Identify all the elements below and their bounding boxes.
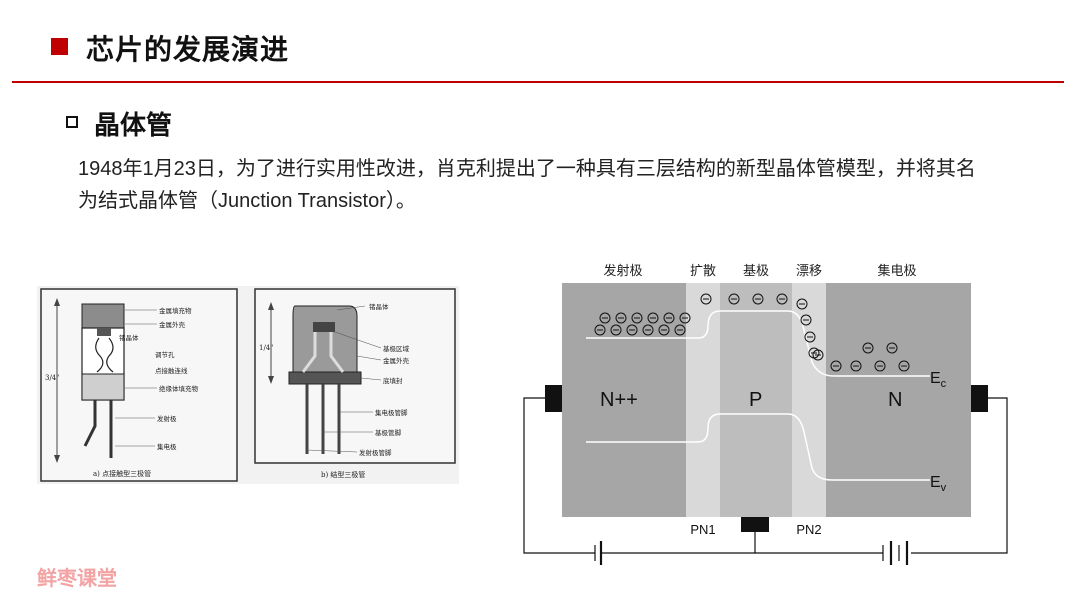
valence-band-line xyxy=(586,413,930,481)
body-line-2: 为结式晶体管（Junction Transistor）。 xyxy=(78,190,416,212)
electron-markers xyxy=(594,293,910,372)
watermark-logo: 鲜枣课堂 xyxy=(37,568,117,590)
conduction-band-label: Ec xyxy=(930,370,947,390)
label-base: 基极 xyxy=(743,263,769,278)
panel-a-label: 金属外壳 xyxy=(159,320,186,329)
electron-icon xyxy=(850,360,862,372)
base-region xyxy=(720,283,792,517)
electron-icon xyxy=(898,360,910,372)
section-title: 晶体管 xyxy=(94,110,173,140)
panel-b-shell xyxy=(292,305,358,375)
panel-b-label: 基极区域 xyxy=(383,344,410,353)
panel-b-size-label: 1/4" xyxy=(259,344,274,352)
pn2-depletion xyxy=(792,283,826,517)
panel-b-label: 底填封 xyxy=(383,376,403,385)
pn1-depletion xyxy=(686,283,720,517)
electron-icon xyxy=(830,360,842,372)
electron-icon xyxy=(642,324,654,336)
transistor-drawings: 3/4" 金属填充物 金属外壳 锗晶体 调节孔 点接触连线 绝缘体填充物 发射极… xyxy=(40,288,456,482)
label-collector: 集电极 xyxy=(877,263,916,278)
electron-icon xyxy=(886,342,898,354)
electron-icon xyxy=(752,293,764,305)
page-title: 芯片的发展演进 xyxy=(86,34,290,65)
electron-icon xyxy=(804,331,816,343)
conduction-band-line xyxy=(586,310,930,377)
panel-b-label: 集电极管脚 xyxy=(375,408,408,417)
electron-icon xyxy=(647,312,659,324)
label-emitter: 发射极 xyxy=(603,263,642,278)
electron-icon xyxy=(874,360,886,372)
electron-icon xyxy=(728,293,740,305)
external-circuit-wires xyxy=(523,397,1008,554)
electron-icon xyxy=(626,324,638,336)
panel-a-label: 点接触连线 xyxy=(155,366,188,375)
panel-a-size-label: 3/4" xyxy=(45,374,60,382)
junction-label-pn2: PN2 xyxy=(796,522,821,537)
panel-b-label: 金属外壳 xyxy=(383,356,410,365)
panel-a-label: 发射极 xyxy=(157,414,177,423)
electron-icon xyxy=(796,298,808,310)
panel-b-base-seal xyxy=(288,371,362,385)
electron-icon xyxy=(776,293,788,305)
panel-a-label: 锗晶体 xyxy=(119,333,139,342)
region-label-n-plus: N++ xyxy=(600,389,638,411)
label-diffusion: 扩散 xyxy=(690,263,716,278)
region-label-p: P xyxy=(749,389,762,411)
body-paragraph: 1948年1月23日，为了进行实用性改进，肖克利提出了一种具有三层结构的新型晶体… xyxy=(78,153,1038,217)
panel-a-crystal xyxy=(97,328,111,336)
electron-icon xyxy=(808,347,820,359)
panel-b-crystal xyxy=(313,322,335,332)
electron-icon xyxy=(594,324,606,336)
label-drift: 漂移 xyxy=(796,263,822,278)
electron-icon xyxy=(663,312,675,324)
collector-contact xyxy=(971,385,988,412)
panel-a-label: 调节孔 xyxy=(155,350,175,359)
panel-a-label: 集电极 xyxy=(157,442,177,451)
electron-icon xyxy=(631,312,643,324)
panel-a-metal-fill xyxy=(81,303,125,329)
electron-icon xyxy=(862,342,874,354)
electron-icon xyxy=(599,312,611,324)
panel-b-label: 基极管脚 xyxy=(375,428,402,437)
electron-icon xyxy=(800,314,812,326)
panel-a-insulator xyxy=(81,373,125,401)
electron-icon xyxy=(674,324,686,336)
panel-b-label: 锗晶体 xyxy=(369,302,389,311)
junction-label-pn1: PN1 xyxy=(690,522,715,537)
panel-a-label: 金属填充物 xyxy=(159,306,192,315)
electron-icon xyxy=(700,293,712,305)
electron-icon xyxy=(812,349,824,361)
transistor-photo-figure: 3/4" 金属填充物 金属外壳 锗晶体 调节孔 点接触连线 绝缘体填充物 发射极… xyxy=(37,286,459,484)
body-line-1: 1948年1月23日，为了进行实用性改进，肖克利提出了一种具有三层结构的新型晶体… xyxy=(78,158,976,180)
title-divider xyxy=(12,81,1064,83)
title-marker-square xyxy=(51,38,68,55)
panel-b-caption: b) 结型三极管 xyxy=(321,470,365,479)
section-bullet-icon xyxy=(66,116,78,128)
panel-a-caption: a) 点接触型三极管 xyxy=(93,469,151,478)
base-contact xyxy=(741,517,769,532)
panel-b-label: 发射极管脚 xyxy=(359,448,392,457)
region-label-n: N xyxy=(888,389,902,411)
panel-a-frame xyxy=(40,288,238,482)
emitter-contact xyxy=(545,385,562,412)
collector-region xyxy=(826,283,971,517)
electron-icon xyxy=(610,324,622,336)
emitter-region xyxy=(562,283,686,517)
battery-icon xyxy=(594,541,909,565)
electron-icon xyxy=(679,312,691,324)
valence-band-label: Ev xyxy=(930,474,947,494)
electron-icon xyxy=(615,312,627,324)
panel-a-label: 绝缘体填充物 xyxy=(159,384,199,393)
electron-icon xyxy=(658,324,670,336)
